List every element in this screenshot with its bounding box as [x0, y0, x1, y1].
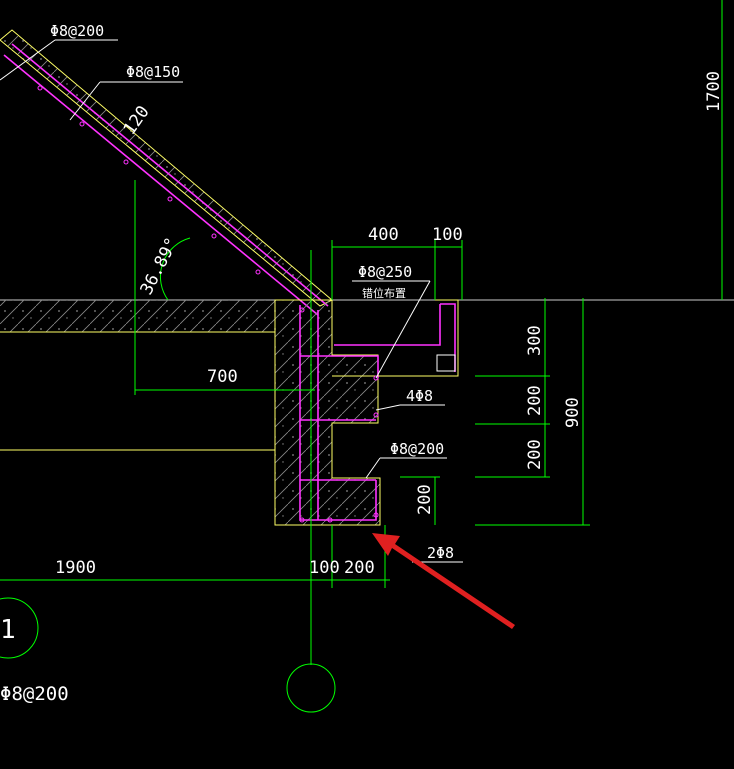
floor-slab — [0, 300, 275, 332]
dim-label-1700: 1700 — [704, 71, 724, 112]
dim-label-300: 300 — [525, 325, 545, 356]
dim-label-100-top: 100 — [432, 225, 463, 245]
upstand-box — [436, 354, 456, 372]
rebar-label-top-b: Φ8@150 — [126, 63, 180, 81]
upstand-rebar — [334, 303, 456, 372]
rebar-label-low: Φ8@200 — [390, 440, 444, 458]
angle-label: 36.89° — [137, 234, 183, 298]
red-arrow — [372, 533, 515, 629]
upstand-outline — [332, 299, 459, 377]
axis-label-left: 1 — [0, 615, 16, 645]
rebar-dots — [37, 85, 379, 523]
rebar-label-mid: Φ8@250 — [358, 263, 412, 281]
dim-label-700: 700 — [207, 367, 238, 387]
gutter-section — [274, 299, 381, 526]
inclined-rebar-bottom — [11, 43, 329, 307]
dim-label-200-b: 200 — [525, 439, 545, 470]
axis-bubble-left — [0, 597, 39, 659]
angle-arc — [159, 237, 191, 301]
dim-label-400: 400 — [368, 225, 399, 245]
dim-label-1900: 1900 — [55, 558, 96, 578]
dim-label-200-a: 200 — [525, 385, 545, 416]
rebar-label-bottom-left: Φ8@200 — [0, 683, 69, 705]
gutter-rebar — [299, 305, 379, 521]
dim-label-100-bot: 100 — [309, 558, 340, 578]
dimension-lines — [0, 240, 590, 588]
dim-label-200-bot: 200 — [344, 558, 375, 578]
rebar-label-mid-note: 错位布置 — [362, 286, 406, 300]
leader-lines — [0, 39, 463, 563]
rebar-label-2: 2Φ8 — [427, 544, 454, 562]
dim-label-900: 900 — [563, 397, 583, 428]
inclined-rebar-top — [3, 54, 319, 316]
dim-label-200-c: 200 — [415, 484, 435, 515]
rebar-label-4: 4Φ8 — [406, 387, 433, 405]
axis-bubble-bottom — [286, 663, 336, 713]
rebar-label-top-a: Φ8@200 — [50, 22, 104, 40]
